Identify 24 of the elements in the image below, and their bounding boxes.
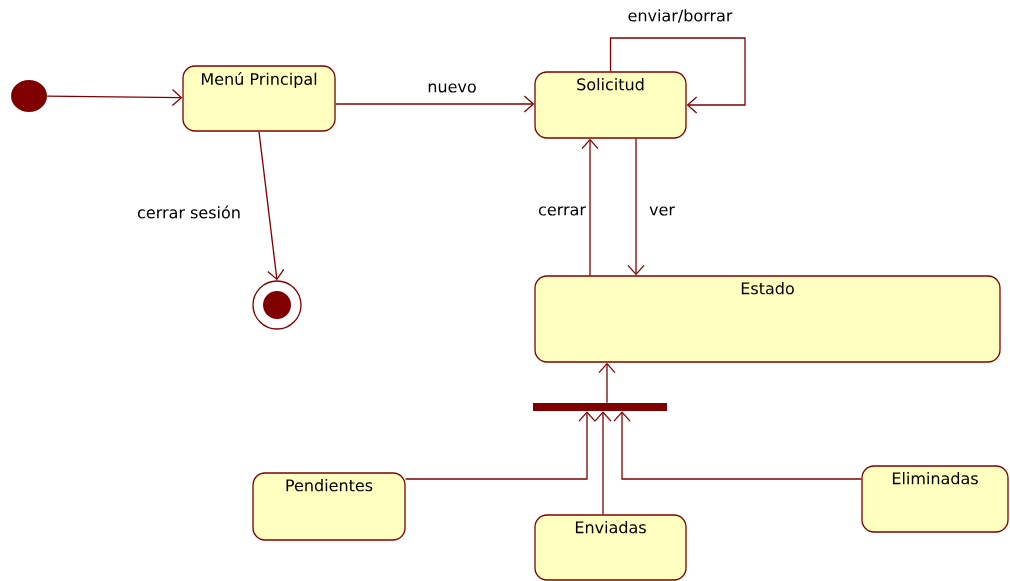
arrow	[609, 37, 746, 114]
join-bar	[533, 403, 667, 411]
edge-label: enviar/borrar	[626, 8, 734, 24]
arrow	[335, 95, 535, 113]
arrow	[46, 88, 183, 107]
state-box: Solicitud	[534, 71, 687, 139]
arrow	[598, 362, 616, 404]
state-box: Menú Principal	[182, 65, 336, 132]
state-box: Pendientes	[252, 472, 406, 541]
arrow	[627, 138, 645, 276]
edge-label: cerrar	[537, 205, 587, 217]
arrow	[405, 411, 596, 480]
arrow	[581, 138, 599, 276]
arrow	[613, 411, 862, 480]
edge-label: cerrar sesión	[136, 204, 242, 220]
state-box: Enviadas	[534, 514, 687, 581]
final-state	[252, 280, 302, 330]
initial-state	[11, 80, 47, 112]
edge-label: ver	[648, 205, 676, 217]
arrow	[258, 131, 285, 281]
arrow	[594, 411, 612, 515]
state-box: Estado	[534, 275, 1001, 363]
edge-label: nuevo	[426, 82, 478, 94]
state-box: Eliminadas	[861, 465, 1009, 533]
